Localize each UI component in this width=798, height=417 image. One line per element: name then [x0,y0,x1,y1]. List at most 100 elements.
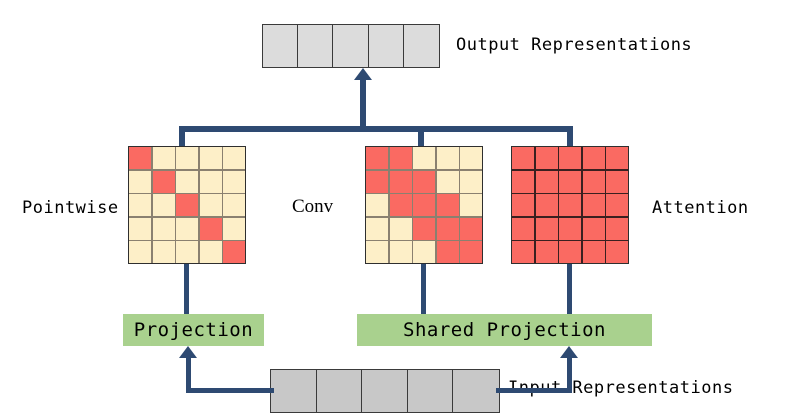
conv-cell [366,217,388,240]
pointwise-cell [176,241,198,263]
conv-cell [389,217,412,240]
conv-cell [460,147,482,169]
arrow-input-to-projection [179,346,197,358]
pointwise-cell [223,217,245,240]
pointwise-cell [223,147,245,169]
attention-cell [535,147,558,169]
conv-matrix [365,146,483,264]
projection-box[interactable]: Projection [123,314,264,346]
output-token-cell [298,25,334,67]
pointwise-cell [223,194,245,216]
conv-cell [413,217,435,240]
pointwise-cell [223,241,245,263]
input-token-cell [317,370,363,412]
pointwise-cell [152,217,175,240]
wire-attention-to-shared-projection [567,264,572,314]
output-token-cell [263,25,299,67]
attention-cell [535,217,558,240]
pointwise-cell [129,241,151,263]
pointwise-cell [152,170,175,193]
conv-cell [389,194,412,216]
pointwise-cell [176,194,198,216]
attention-matrix [511,146,629,264]
wire-pointwise-to-projection [184,264,189,314]
pointwise-cell [129,217,151,240]
attention-cell [512,241,534,263]
conv-cell [460,194,482,216]
attention-label: Attention [652,198,749,218]
conv-cell [366,194,388,216]
shared-projection-box[interactable]: Shared Projection [357,314,652,346]
attention-cell [559,147,581,169]
attention-cell [606,147,628,169]
pointwise-cell [152,147,175,169]
input-token-cell [271,370,317,412]
attention-cell [606,194,628,216]
wire-bus-to-pointwise [179,126,185,150]
attention-cell [606,217,628,240]
conv-cell [413,241,435,263]
attention-cell [582,241,605,263]
attention-cell [582,194,605,216]
pointwise-cell [223,170,245,193]
attention-cell [606,241,628,263]
wire-input-right-horizontal [496,388,572,393]
wire-input-left-horizontal [186,388,274,393]
attention-cell [512,147,534,169]
attention-cell [559,217,581,240]
attention-cell [559,241,581,263]
output-representations-strip [262,24,440,68]
arrow-input-to-shared-projection [560,346,578,358]
output-representations-label: Output Representations [456,35,693,55]
wire-input-left-vertical [186,358,191,393]
attention-cell [512,170,534,193]
pointwise-cell [176,217,198,240]
wire-bus-to-output [360,80,366,132]
wire-bus-to-attention [567,126,573,150]
conv-cell [436,170,459,193]
input-representations-strip [270,369,500,413]
output-token-cell [333,25,369,67]
pointwise-cell [199,194,222,216]
pointwise-label: Pointwise [22,198,119,218]
input-token-cell [453,370,499,412]
pointwise-matrix [128,146,246,264]
attention-cell [512,217,534,240]
attention-cell [582,147,605,169]
wire-conv-to-shared-projection [421,264,426,314]
conv-cell [460,217,482,240]
pointwise-cell [199,241,222,263]
pointwise-cell [176,147,198,169]
conv-cell [436,241,459,263]
conv-cell [389,241,412,263]
conv-cell [436,194,459,216]
attention-cell [606,170,628,193]
conv-cell [366,170,388,193]
conv-cell [366,241,388,263]
pointwise-cell [199,147,222,169]
wire-input-right-vertical [567,358,572,393]
pointwise-cell [129,170,151,193]
output-token-cell [369,25,404,67]
pointwise-cell [129,194,151,216]
pointwise-cell [152,194,175,216]
input-token-cell [362,370,408,412]
conv-cell [413,170,435,193]
conv-cell [389,147,412,169]
conv-cell [436,147,459,169]
attention-cell [582,170,605,193]
wire-merge-bus [179,126,573,132]
input-token-cell [408,370,454,412]
attention-cell [535,194,558,216]
attention-cell [582,217,605,240]
attention-cell [559,194,581,216]
pointwise-cell [176,170,198,193]
conv-label: Conv [292,196,334,217]
attention-cell [535,170,558,193]
conv-cell [460,170,482,193]
conv-cell [389,170,412,193]
attention-cell [559,170,581,193]
attention-cell [535,241,558,263]
pointwise-cell [152,241,175,263]
